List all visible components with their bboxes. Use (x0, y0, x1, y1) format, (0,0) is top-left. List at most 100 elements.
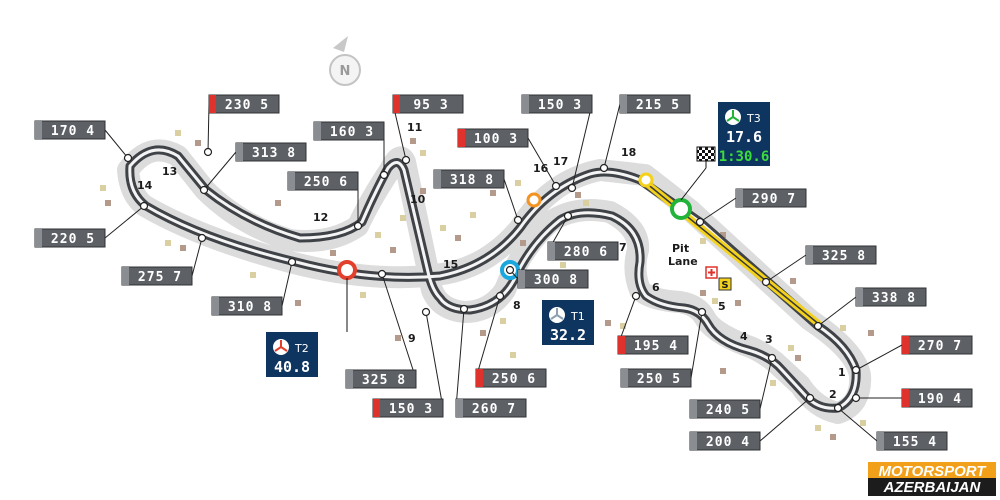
pit-lane (637, 175, 823, 328)
speed-trap: 290 7 (695, 188, 807, 227)
turn-label: 14 (137, 179, 153, 192)
speed-trap-point (551, 181, 561, 191)
turn-label: 18 (621, 146, 636, 159)
speed-trap-tab (209, 95, 216, 113)
speed-trap-value: 325 8 (822, 249, 866, 264)
runoff-marker (770, 380, 776, 386)
speed-trap: 270 7 (851, 335, 973, 375)
speed-trap-point (199, 185, 209, 195)
speed-trap: 195 4 (617, 291, 689, 355)
speed-trap-leader (203, 151, 237, 191)
turn-label: 17 (553, 155, 568, 168)
runoff-marker (795, 355, 801, 361)
speed-trap-leader (455, 308, 465, 409)
speed-trap: 250 6 (475, 291, 547, 388)
speed-trap-value: 300 8 (534, 273, 578, 288)
speed-trap-point (377, 269, 387, 279)
medical-cross (708, 269, 715, 276)
runoff-marker (815, 425, 821, 431)
speed-trap-tab (212, 297, 219, 315)
runoff-marker (175, 130, 181, 136)
speed-trap: 240 5 (689, 353, 777, 419)
speed-trap: 220 5 (34, 201, 149, 248)
speed-trap: 215 5 (599, 94, 691, 173)
speed-trap-point (203, 147, 213, 157)
runoff-marker (330, 250, 336, 256)
speed-trap-value: 270 7 (918, 339, 962, 354)
runoff-marker (720, 232, 726, 238)
runoff-marker (520, 240, 526, 246)
speed-trap-leader (191, 237, 203, 277)
compass-icon: N (329, 36, 361, 86)
compass-letter: N (340, 64, 351, 79)
runoff-marker (700, 238, 706, 244)
speed-trap-point (513, 215, 523, 225)
speed-trap-leader (855, 344, 903, 371)
runoff-marker (575, 192, 581, 198)
sector-t3-label: T3 (746, 112, 761, 125)
speed-trap: 325 8 (761, 245, 877, 287)
speed-trap: 280 6 (547, 211, 619, 261)
logo: MOTORSPORT AZERBAIJAN (868, 462, 996, 496)
speed-trap: 95 3 (392, 94, 464, 165)
speed-trap-point (695, 217, 705, 227)
speed-trap-point (123, 153, 133, 163)
runoff-marker (375, 232, 381, 238)
speed-trap: 190 4 (851, 388, 973, 408)
turn-label: 8 (513, 299, 521, 312)
speed-trap-tab (621, 369, 628, 387)
drs-marker-orange (526, 192, 542, 208)
sector-t1-label: T1 (570, 310, 585, 323)
speed-trap-leader (425, 311, 444, 409)
speed-trap-value: 150 3 (538, 98, 582, 113)
speed-trap-leader (475, 295, 501, 379)
speed-trap-leader (759, 397, 811, 442)
speed-trap-value: 250 6 (492, 372, 536, 387)
sector-panel-t3: T3 17.6 1:30.6 (718, 102, 770, 166)
speed-trap-tab (35, 229, 42, 247)
speed-trap-value: 310 8 (228, 300, 272, 315)
speed-trap-leader (699, 197, 737, 223)
checkered-flag-icon (696, 146, 716, 162)
turn-label: 3 (765, 333, 773, 346)
pit-label-2: Lane (668, 255, 698, 268)
speed-trap-leader (690, 311, 703, 379)
speed-trap-leader (104, 205, 145, 239)
speed-trap: 150 3 (521, 94, 593, 193)
speed-trap: 200 4 (689, 393, 815, 451)
speed-trap-point (599, 163, 609, 173)
runoff-marker (620, 323, 626, 329)
runoff-marker (165, 240, 171, 246)
sector-t2-time: 40.8 (274, 358, 310, 376)
runoff-marker (395, 335, 401, 341)
speed-trap-leader (603, 103, 621, 169)
sector-t2-label: T2 (294, 342, 309, 355)
speed-trap-leader (503, 178, 519, 221)
turn-label: 7 (619, 241, 627, 254)
speed-trap-tab (902, 389, 909, 407)
runoff-marker (490, 190, 496, 196)
runoff-marker (735, 300, 741, 306)
speed-trap-point (833, 403, 843, 413)
safety-car-letter: S (721, 280, 728, 291)
speed-trap-tab (434, 170, 441, 188)
turn-labels: 1 2 3 4 5 6 7 8 9 10 11 12 13 14 15 16 1… (137, 121, 846, 401)
runoff-marker (295, 300, 301, 306)
speed-trap: 313 8 (199, 142, 307, 195)
speed-trap-point (851, 365, 861, 375)
runoff-marker (605, 320, 611, 326)
runoff-marker (420, 150, 426, 156)
runoff-marker (420, 188, 426, 194)
speed-trap-leader (765, 254, 807, 283)
runoff-marker (440, 225, 446, 231)
speed-trap-tab (518, 270, 525, 288)
logo-line1: MOTORSPORT (879, 463, 988, 480)
turn-label: 9 (408, 332, 416, 345)
speed-trap-value: 195 4 (634, 339, 678, 354)
speed-trap-value: 325 8 (362, 373, 406, 388)
speed-trap-tab (373, 399, 380, 417)
speed-trap-leader (381, 273, 417, 380)
speed-trap-point (379, 170, 389, 180)
